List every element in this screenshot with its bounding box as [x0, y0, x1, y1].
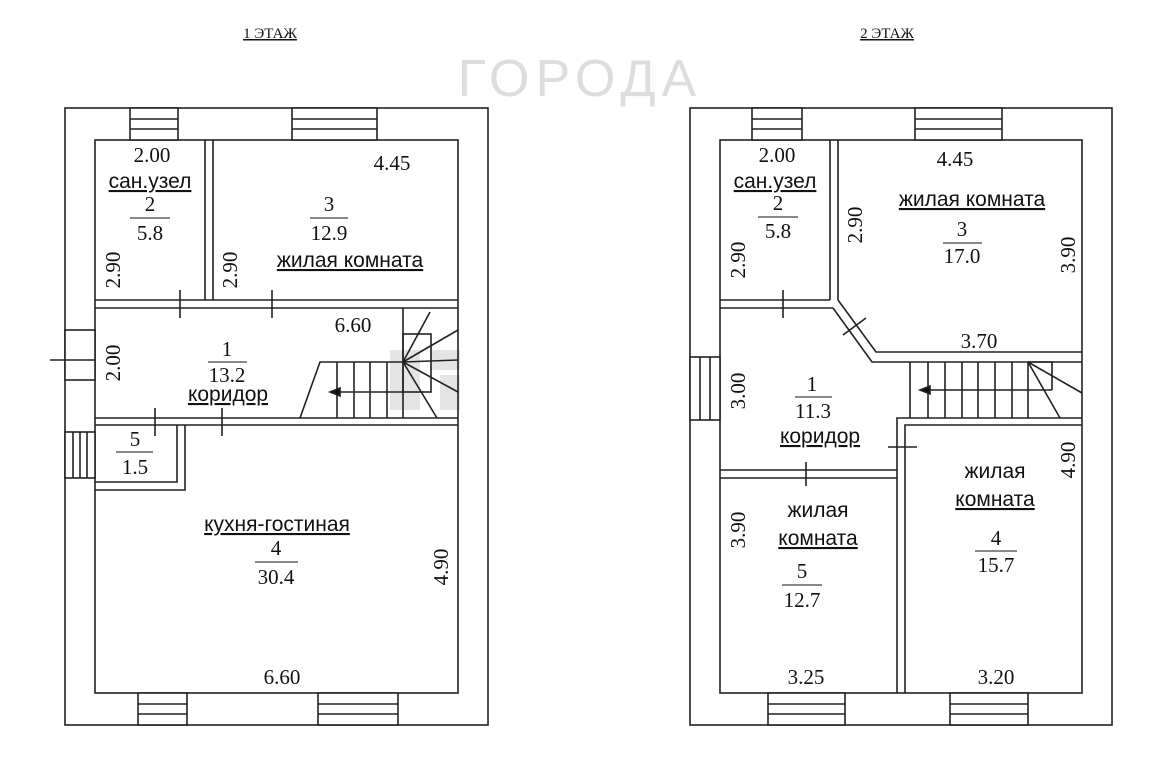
- watermark-logo-icon: [390, 350, 460, 410]
- room-name: комната: [778, 527, 858, 550]
- window: [689, 107, 1029, 726]
- room-corridor: 6.60 1 13.2 коридор 2.00: [101, 313, 371, 406]
- room-name: жилая: [964, 460, 1025, 483]
- room-corridor: 1 11.3 коридор 3.00: [726, 372, 860, 448]
- room-name: сан.узел: [109, 170, 192, 193]
- room-area: 17.0: [944, 244, 981, 268]
- room-area: 12.7: [784, 588, 821, 612]
- room-name: коридор: [188, 383, 268, 406]
- room-5: 5 1.5: [116, 427, 153, 479]
- dimension: 3.70: [961, 329, 998, 353]
- room-area: 30.4: [258, 565, 295, 589]
- room-name: жилая комната: [277, 249, 424, 272]
- dimension: 4.90: [429, 549, 453, 586]
- floor-2-title: 2 ЭТАЖ: [860, 26, 914, 42]
- dimension: 3.90: [726, 512, 750, 549]
- dimension: 2.90: [101, 252, 125, 289]
- dimension: 3.90: [1056, 237, 1080, 274]
- room-name: комната: [955, 488, 1035, 511]
- room-name: жилая: [787, 499, 848, 522]
- dimension: 2.00: [101, 345, 125, 382]
- partitions: [95, 140, 458, 491]
- dimension: 3.00: [726, 373, 750, 410]
- room-number: 2: [773, 191, 784, 215]
- dimension: 2.00: [134, 143, 171, 167]
- room-area: 5.8: [137, 221, 163, 245]
- room-living-5: жилая комната 5 12.7 3.90 3.25: [726, 499, 858, 689]
- room-name: коридор: [780, 425, 860, 448]
- room-number: 1: [222, 337, 233, 361]
- floor-1-title: 1 ЭТАЖ: [243, 26, 297, 42]
- room-number: 5: [797, 559, 808, 583]
- partitions: [720, 140, 1082, 693]
- room-area: 11.3: [795, 399, 831, 423]
- dimension: 4.90: [1056, 442, 1080, 479]
- room-area: 15.7: [978, 553, 1015, 577]
- room-area: 12.9: [311, 221, 348, 245]
- room-living-3: 4.45 3 12.9 жилая комната 2.90: [218, 151, 423, 288]
- dimension: 3.25: [788, 665, 825, 689]
- room-name: сан.узел: [734, 170, 817, 193]
- inner-wall: [94, 139, 459, 694]
- dimension: 6.60: [335, 313, 372, 337]
- floor-1-plan: 1 ЭТАЖ 2.00 сан.узел 2 5.8 2.90 4.45 3 1…: [50, 26, 489, 726]
- room-living-4: жилая комната 4 15.7 4.90 3.20: [955, 442, 1080, 689]
- room-number: 4: [991, 526, 1002, 550]
- window: [129, 107, 399, 726]
- dimension: 4.45: [937, 147, 974, 171]
- dimension: 2.90: [726, 242, 750, 279]
- room-number: 1: [807, 372, 818, 396]
- room-sanuzel: 2.00 сан.узел 2 5.8 2.90: [101, 143, 191, 288]
- room-number: 4: [271, 536, 282, 560]
- dimension: 2.00: [759, 143, 796, 167]
- room-number: 5: [130, 427, 141, 451]
- outer-wall: [64, 107, 489, 726]
- room-living-3: 4.45 жилая комната 3 17.0 2.90 3.90 3.70: [843, 147, 1080, 353]
- dimension: 4.45: [374, 151, 411, 175]
- room-number: 3: [324, 192, 335, 216]
- room-number: 2: [145, 192, 156, 216]
- room-number: 3: [957, 217, 968, 241]
- room-sanuzel: 2.00 сан.узел 2 5.8 2.90: [726, 143, 816, 278]
- room-area: 5.8: [765, 219, 791, 243]
- staircase: [299, 308, 459, 419]
- room-kitchen: кухня-гостиная 4 30.4 4.90 6.60: [204, 513, 453, 689]
- room-name: кухня-гостиная: [204, 513, 350, 536]
- dimension: 6.60: [264, 665, 301, 689]
- dimension: 3.20: [978, 665, 1015, 689]
- entrance-door: [50, 329, 96, 479]
- dimension: 2.90: [843, 207, 867, 244]
- floor-2-plan: 2 ЭТАЖ 2.00 сан.узел 2 5.8 2.90 4.45 жил…: [689, 26, 1113, 726]
- watermark: ГОРОДА: [458, 50, 702, 108]
- room-area: 1.5: [122, 455, 148, 479]
- room-name: жилая комната: [899, 188, 1046, 211]
- dimension: 2.90: [218, 252, 242, 289]
- room-area: 13.2: [209, 363, 246, 387]
- staircase: [909, 361, 1083, 419]
